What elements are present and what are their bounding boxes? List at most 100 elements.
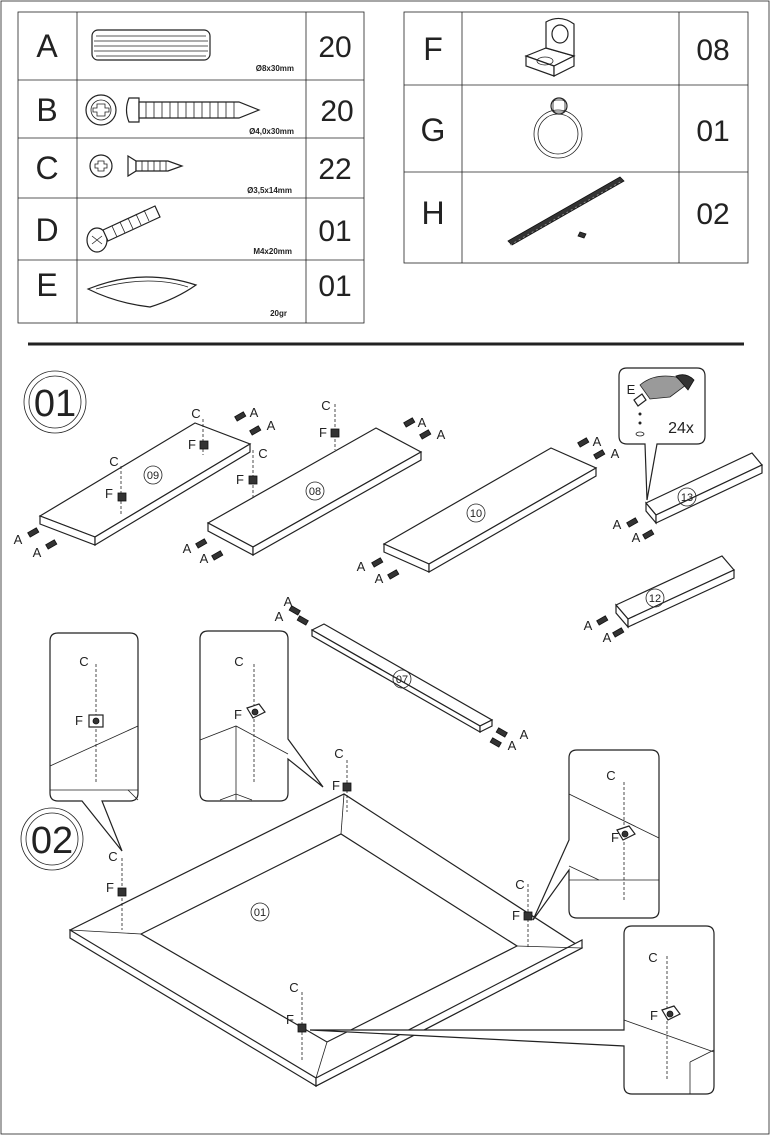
panel-label: 10 [470, 508, 482, 520]
hardware-label: F [75, 713, 83, 728]
hardware-label: F [106, 880, 114, 895]
part-spec: 20gr [270, 309, 287, 318]
hardware-label: A [418, 415, 427, 430]
hardware-label: A [611, 446, 620, 461]
hardware-label: C [321, 398, 330, 413]
step-02: 02 01 C F C F C F C F [20, 630, 715, 1095]
hardware-label: A [267, 418, 276, 433]
part-quantity: 02 [696, 198, 729, 231]
short-screw-icon [89, 154, 184, 178]
hardware-label: A [200, 551, 209, 566]
hardware-label: C [258, 446, 267, 461]
glue-sachet-icon [86, 276, 198, 308]
panel-label: 01 [254, 907, 266, 919]
panel-08: 08 C F C F A A A A [183, 398, 446, 566]
hardware-label: A [284, 594, 293, 609]
part-spec: Ø8x30mm [256, 64, 294, 73]
hardware-label: C [108, 849, 117, 864]
panel-label: 09 [147, 470, 159, 482]
detail-callout: C F [49, 632, 139, 852]
part-letter: F [423, 31, 443, 67]
glue-callout: E 24x [618, 367, 706, 501]
hardware-label: F [286, 1012, 294, 1027]
part-letter: H [421, 195, 444, 231]
hardware-label: C [289, 980, 298, 995]
panel-07: 07 A A A A [275, 594, 529, 753]
hardware-label: A [437, 427, 446, 442]
part-quantity: 22 [318, 153, 351, 186]
panel-label: 12 [649, 593, 661, 605]
part-quantity: 01 [318, 270, 351, 303]
detail-callout: C F [532, 749, 660, 921]
bolt-icon [86, 205, 161, 253]
wooden-dowel-icon [91, 29, 211, 61]
hardware-label: A [584, 618, 593, 633]
hardware-label: A [357, 559, 366, 574]
hardware-label: C [109, 454, 118, 469]
drawer-rail-icon [507, 176, 625, 246]
hardware-label: F [188, 437, 196, 452]
part-letter: B [36, 92, 57, 128]
wood-screw-icon [85, 94, 261, 126]
panel-01: 01 [68, 793, 584, 1088]
panel-13: 13 A A [613, 452, 763, 545]
hardware-label: F [611, 830, 619, 845]
panel-09: 09 C F C F A A A A [14, 405, 276, 560]
panel-label: 07 [396, 674, 408, 686]
hardware-label: F [650, 1008, 658, 1023]
part-spec: Ø4,0x30mm [249, 127, 294, 136]
hardware-label: F [105, 486, 113, 501]
panel-label: 13 [681, 492, 693, 504]
part-quantity: 20 [318, 31, 351, 64]
hardware-label: A [613, 517, 622, 532]
glue-letter: E [627, 382, 636, 397]
part-letter: A [36, 28, 58, 64]
hardware-label: F [234, 707, 242, 722]
hardware-label: A [33, 545, 42, 560]
parts-table-right: F 08 G 01 H 02 [403, 11, 749, 264]
hardware-label: F [236, 472, 244, 487]
part-quantity: 20 [320, 95, 353, 128]
hardware-label: A [508, 738, 517, 753]
hardware-label: C [191, 406, 200, 421]
part-quantity: 08 [696, 34, 729, 67]
part-letter: E [36, 267, 57, 303]
panel-12: 12 A A [584, 555, 735, 645]
hardware-label: C [606, 768, 615, 783]
hardware-label: F [332, 778, 340, 793]
hardware-label: A [520, 727, 529, 742]
hardware-label: A [14, 532, 23, 547]
shelf-bracket-icon [524, 17, 576, 77]
hardware-label: C [334, 746, 343, 761]
detail-callout: C F [309, 925, 715, 1095]
panel-10: 10 A A A A [357, 434, 620, 586]
glue-count: 24x [668, 420, 694, 437]
step-number: 01 [34, 383, 76, 425]
part-spec: Ø3,5x14mm [247, 186, 292, 195]
part-quantity: 01 [318, 215, 351, 248]
ring-pull-handle-icon [533, 97, 583, 159]
hardware-label: F [512, 908, 520, 923]
hardware-label: A [275, 609, 284, 624]
hardware-label: A [603, 630, 612, 645]
hardware-label: A [183, 541, 192, 556]
part-letter: C [35, 150, 58, 186]
step-01: 01 09 C F C F A A A A [14, 367, 763, 753]
part-letter: G [421, 112, 446, 148]
step-number: 02 [31, 820, 73, 862]
hardware-label: A [593, 434, 602, 449]
hardware-label: A [632, 530, 641, 545]
hardware-label: C [648, 950, 657, 965]
hardware-label: C [234, 654, 243, 669]
hardware-label: F [319, 425, 327, 440]
part-letter: D [35, 212, 58, 248]
hardware-label: A [375, 571, 384, 586]
part-quantity: 01 [696, 115, 729, 148]
part-spec: M4x20mm [253, 247, 292, 256]
parts-table-left: A Ø8x30mm 20 B Ø4,0x30mm 20 C [17, 11, 365, 324]
hardware-label: C [515, 877, 524, 892]
hardware-label: C [79, 654, 88, 669]
detail-callout: C F [199, 630, 324, 802]
